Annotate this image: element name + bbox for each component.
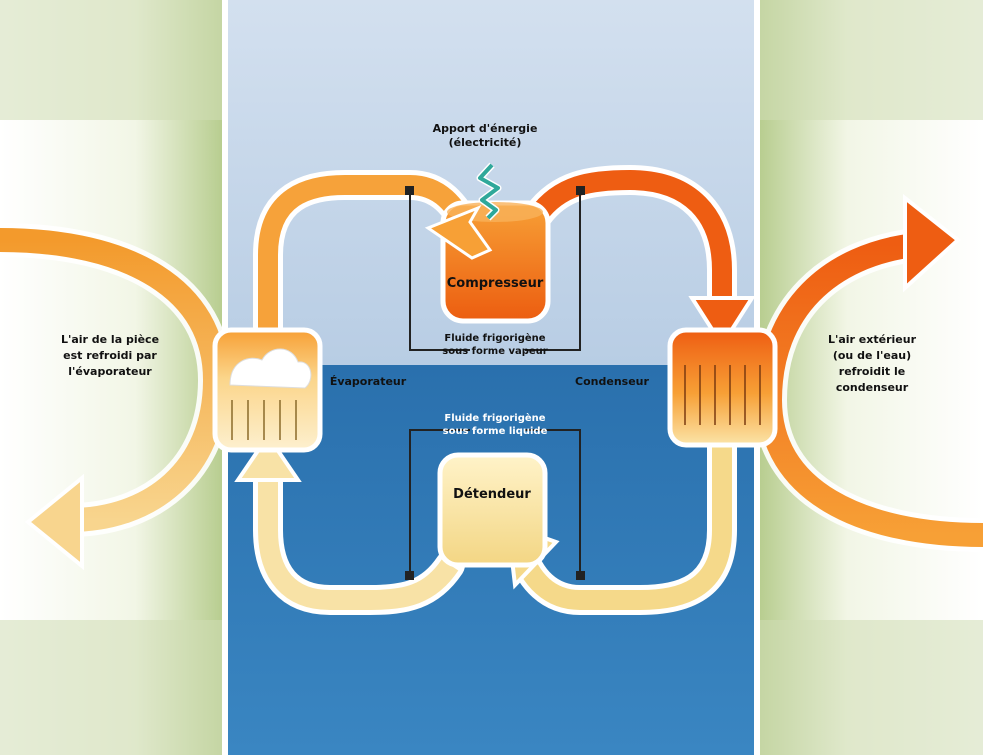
outside-air-arrow-head <box>903 193 962 293</box>
evaporator-inlet-arrow <box>234 432 302 482</box>
cold-cloud-icon <box>229 348 312 389</box>
expansion-valve-unit <box>437 452 548 568</box>
condenser-fins <box>684 365 761 425</box>
liquid-label-line2: sous forme liquide <box>443 426 548 437</box>
vapour-pipe-high <box>529 169 732 310</box>
energy-label-line1: Apport d'énergie <box>433 122 538 135</box>
electric-squiggle-icon <box>478 163 500 220</box>
room-air-label-line3: l'évaporateur <box>68 365 152 378</box>
liquid-bracket <box>409 429 581 575</box>
evaporator-unit <box>212 327 323 453</box>
room-air-label-line2: est refroidi par <box>63 349 157 362</box>
evaporator-fins <box>231 400 297 440</box>
room-air-label-line1: L'air de la pièce <box>61 333 159 346</box>
outside-air-label-line2: (ou de l'eau) <box>833 349 911 362</box>
condenser-label: Condenseur <box>575 375 649 388</box>
liquid-pipe-low <box>258 470 459 610</box>
outside-air-label-line3: refroidit le <box>839 365 905 378</box>
condenser-unit <box>667 327 778 448</box>
valve-label: Détendeur <box>453 487 531 502</box>
vapour-label-line2: sous forme vapeur <box>442 346 548 357</box>
compressor-label: Compresseur <box>447 276 544 291</box>
liquid-label-line1: Fluide frigorigène <box>444 412 545 424</box>
vapour-bracket <box>409 190 581 351</box>
vapour-label-line1: Fluide frigorigène <box>444 332 545 344</box>
energy-label-line2: (électricité) <box>449 136 522 149</box>
outside-air-label-line4: condenseur <box>836 381 909 394</box>
room-air-arrow-head <box>24 473 84 571</box>
condenser-inlet-arrow <box>688 296 756 349</box>
liquid-pipe-high <box>510 445 732 610</box>
evaporator-label: Évaporateur <box>330 375 407 388</box>
outside-air-label-line1: L'air extérieur <box>828 333 917 346</box>
compressor-inlet-arrow <box>424 205 493 260</box>
